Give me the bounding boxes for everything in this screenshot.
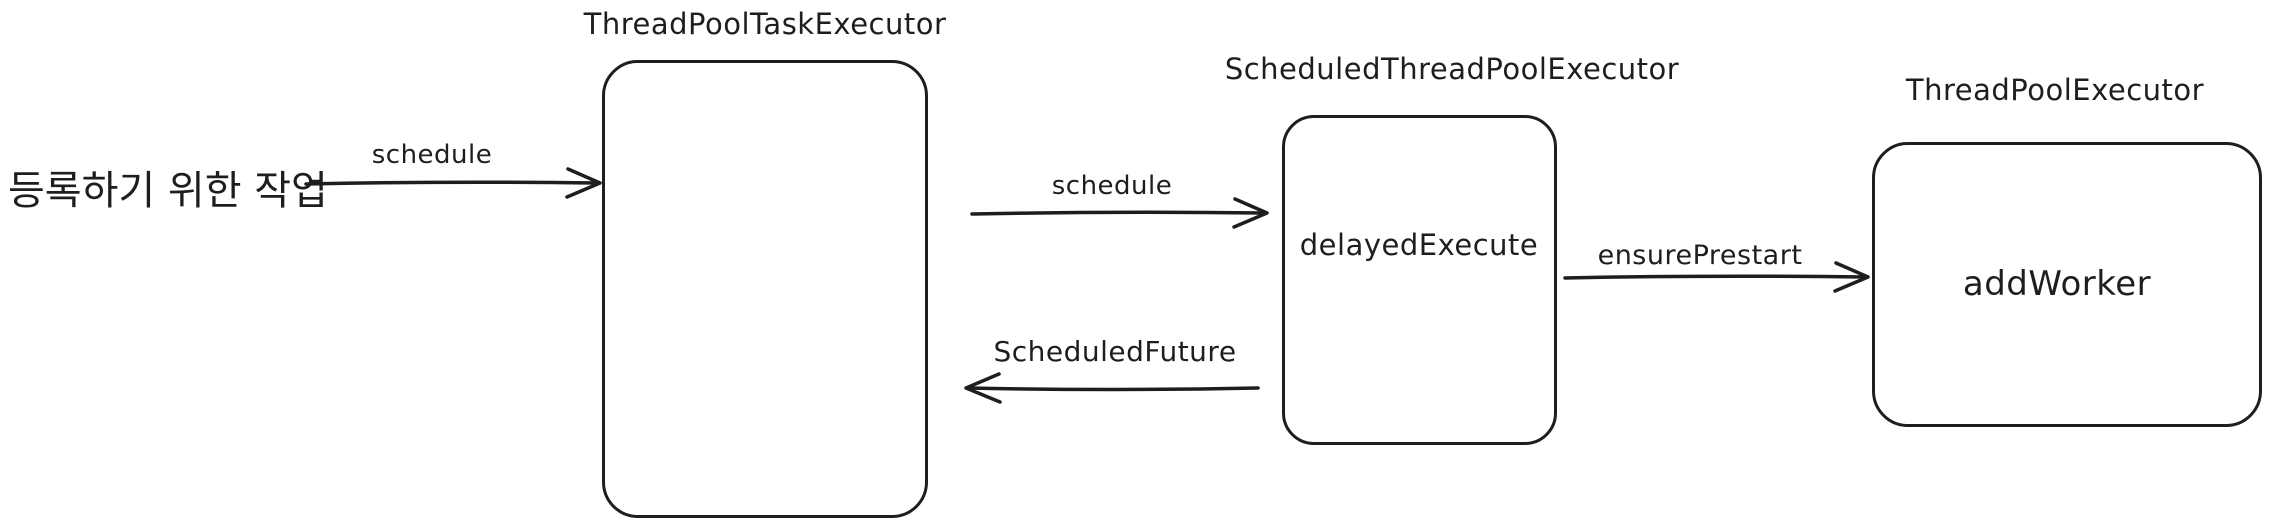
edge-label-schedule-mid: schedule xyxy=(1051,171,1173,201)
node-scheduled-thread-pool-executor xyxy=(1282,115,1557,445)
node-thread-pool-task-executor xyxy=(602,60,928,518)
source-task-label: 등록하기 위한 작업 xyxy=(8,168,328,214)
edge-label-scheduled-future: ScheduledFuture xyxy=(993,335,1237,368)
node-title-scheduled-thread-pool-executor: ScheduledThreadPoolExecutor xyxy=(1224,52,1680,86)
node-thread-pool-executor xyxy=(1872,142,2262,427)
edge-schedule-mid-arrow xyxy=(970,197,1269,229)
node-title-thread-pool-executor: ThreadPoolExecutor xyxy=(1905,73,2205,107)
edge-scheduledfuture-arrow xyxy=(964,372,1260,404)
edge-label-ensure-prestart: ensurePrestart xyxy=(1597,240,1803,271)
edge-label-schedule-in: schedule xyxy=(371,140,493,170)
node-body-add-worker: addWorker xyxy=(1962,264,2152,304)
node-body-delayed-execute: delayedExecute xyxy=(1299,228,1539,262)
edge-schedule-in-arrow xyxy=(304,167,602,199)
node-title-thread-pool-task-executor: ThreadPoolTaskExecutor xyxy=(583,7,947,41)
